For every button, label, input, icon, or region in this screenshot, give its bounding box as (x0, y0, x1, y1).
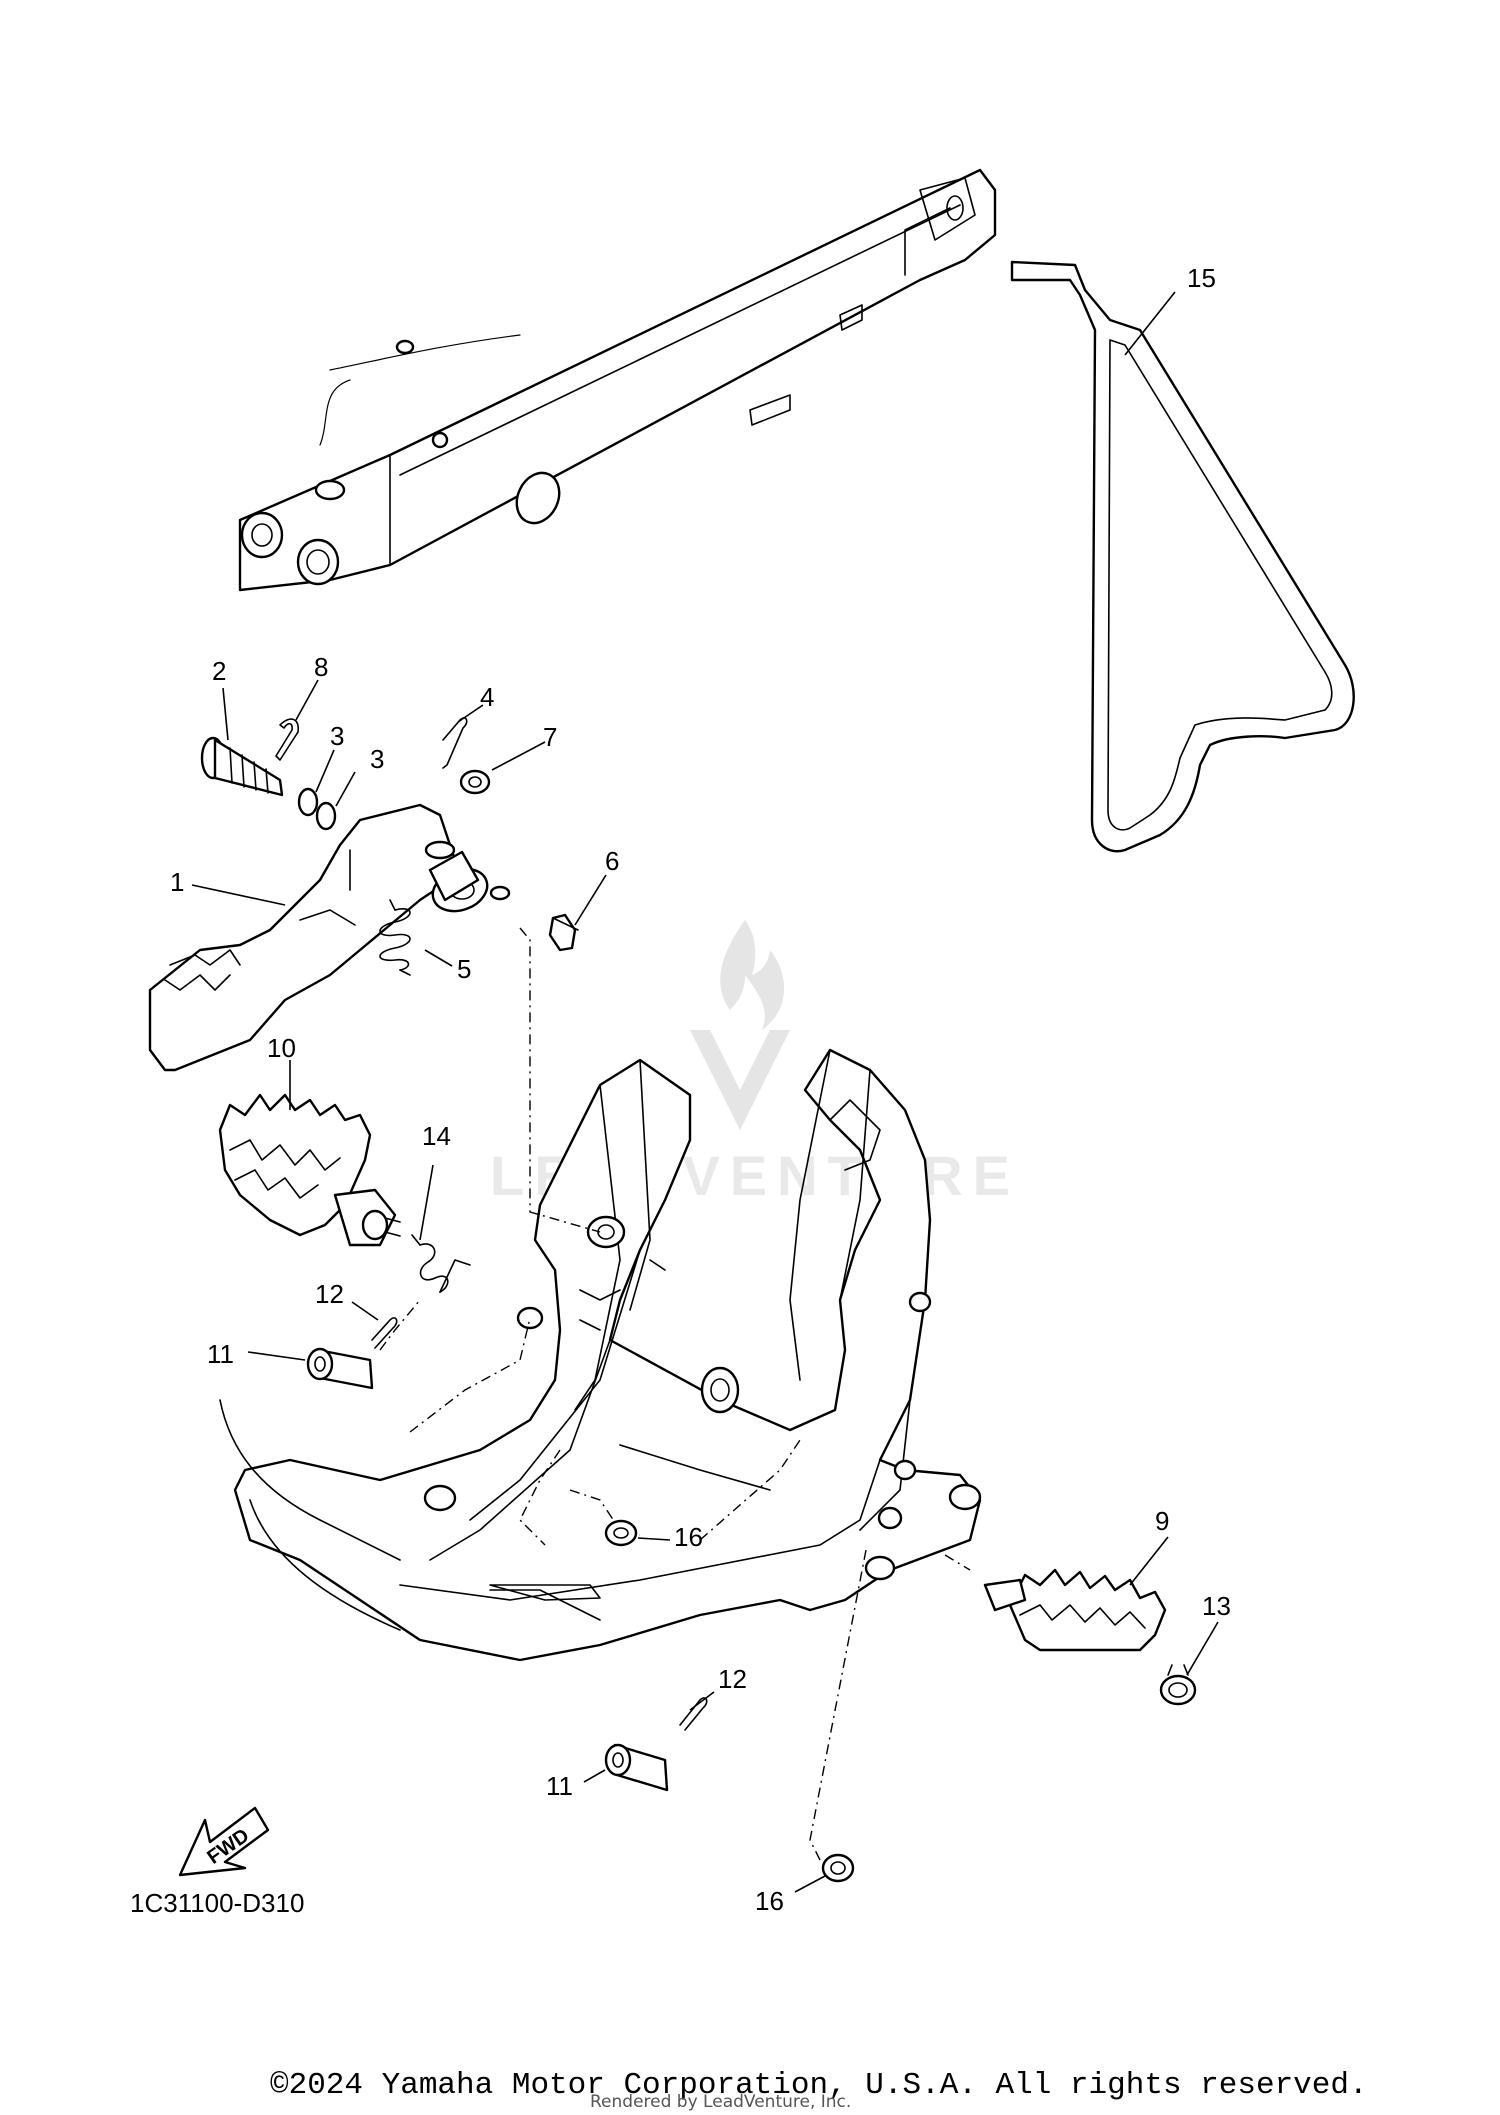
callout-7: 7 (543, 722, 557, 752)
spring-5 (379, 899, 411, 976)
cotter-pin-12-left (371, 1317, 398, 1349)
watermark-flame-icon (720, 920, 785, 1030)
assembly-lines (379, 927, 971, 1861)
fwd-arrow: FWD (178, 1806, 270, 1877)
callout-6: 6 (605, 846, 619, 876)
callout-11b: 11 (546, 1771, 573, 1801)
clip-13 (1159, 1664, 1197, 1706)
rendered-by-notice: Rendered by LeadVenture, Inc. (590, 2092, 852, 2112)
frame (219, 1048, 982, 1662)
swingarm (238, 168, 997, 592)
callout-14: 14 (422, 1121, 451, 1151)
cotter-pin-12-bottom (679, 1697, 708, 1731)
pivot-bolt (200, 736, 284, 797)
callout-16a: 16 (674, 1522, 703, 1552)
callout-13: 13 (1202, 1591, 1231, 1621)
washer-7 (459, 769, 491, 795)
callout-10: 10 (267, 1033, 296, 1063)
shaft-6 (489, 885, 579, 952)
callout-15: 15 (1187, 263, 1216, 293)
leader-lines (191, 291, 1219, 1893)
callouts: 1 2 3 3 4 5 6 7 8 9 10 11 11 12 12 13 14… (170, 263, 1231, 1916)
callout-4: 4 (480, 682, 494, 712)
callout-3b: 3 (370, 744, 384, 774)
washer-16-upper (604, 1519, 638, 1547)
diagram-code: 1C31100-D310 (130, 1888, 304, 1918)
callout-8: 8 (314, 652, 328, 682)
footrest-10 (218, 1093, 401, 1247)
washer-16-lower (821, 1853, 855, 1883)
callout-5: 5 (457, 954, 471, 984)
footrest-9 (983, 1568, 1167, 1652)
pin-11-bottom (604, 1743, 669, 1792)
cotter-pin-4 (442, 717, 468, 769)
callout-1: 1 (170, 867, 184, 897)
spring-14 (411, 1234, 471, 1293)
callout-12b: 12 (718, 1664, 747, 1694)
callout-3a: 3 (330, 721, 344, 751)
pin-11-left (306, 1347, 374, 1390)
o-rings (297, 787, 337, 831)
side-stand (1010, 260, 1355, 853)
callout-9: 9 (1155, 1506, 1169, 1536)
callout-2: 2 (212, 656, 226, 686)
callout-11a: 11 (207, 1339, 234, 1369)
watermark-v-icon (690, 1030, 790, 1130)
callout-16b: 16 (755, 1886, 784, 1916)
copyright-notice: ©2024 Yamaha Motor Corporation, U.S.A. A… (270, 2068, 1368, 2103)
brake-pedal (148, 803, 489, 1072)
callout-12a: 12 (315, 1279, 344, 1309)
cotter-pin-8 (275, 718, 300, 761)
